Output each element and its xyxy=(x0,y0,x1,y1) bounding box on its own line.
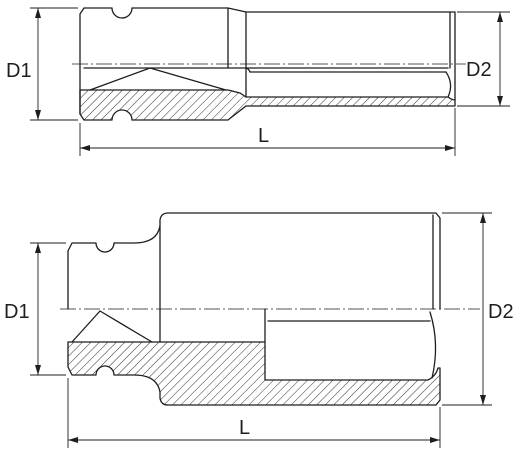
lower-section-hatch xyxy=(67,341,441,406)
upper-d2-label: D2 xyxy=(466,59,492,81)
lower-outer-contour xyxy=(67,212,441,310)
lower-bore-end-curve xyxy=(429,311,437,379)
upper-section-hatch xyxy=(79,89,456,121)
lower-drill-cone xyxy=(71,310,153,343)
upper-socket-drawing: D1 D2 L xyxy=(6,7,510,156)
upper-drill-cone xyxy=(89,67,227,91)
upper-l-label: L xyxy=(258,125,269,147)
lower-d2-label: D2 xyxy=(488,301,514,323)
upper-d1-label: D1 xyxy=(6,60,32,82)
upper-outer-contour xyxy=(79,7,456,115)
lower-l-label: L xyxy=(239,417,250,439)
lower-socket-drawing: D1 D2 L xyxy=(4,212,514,448)
upper-bore-end-curve xyxy=(445,71,452,98)
lower-d1-label: D1 xyxy=(4,301,30,323)
